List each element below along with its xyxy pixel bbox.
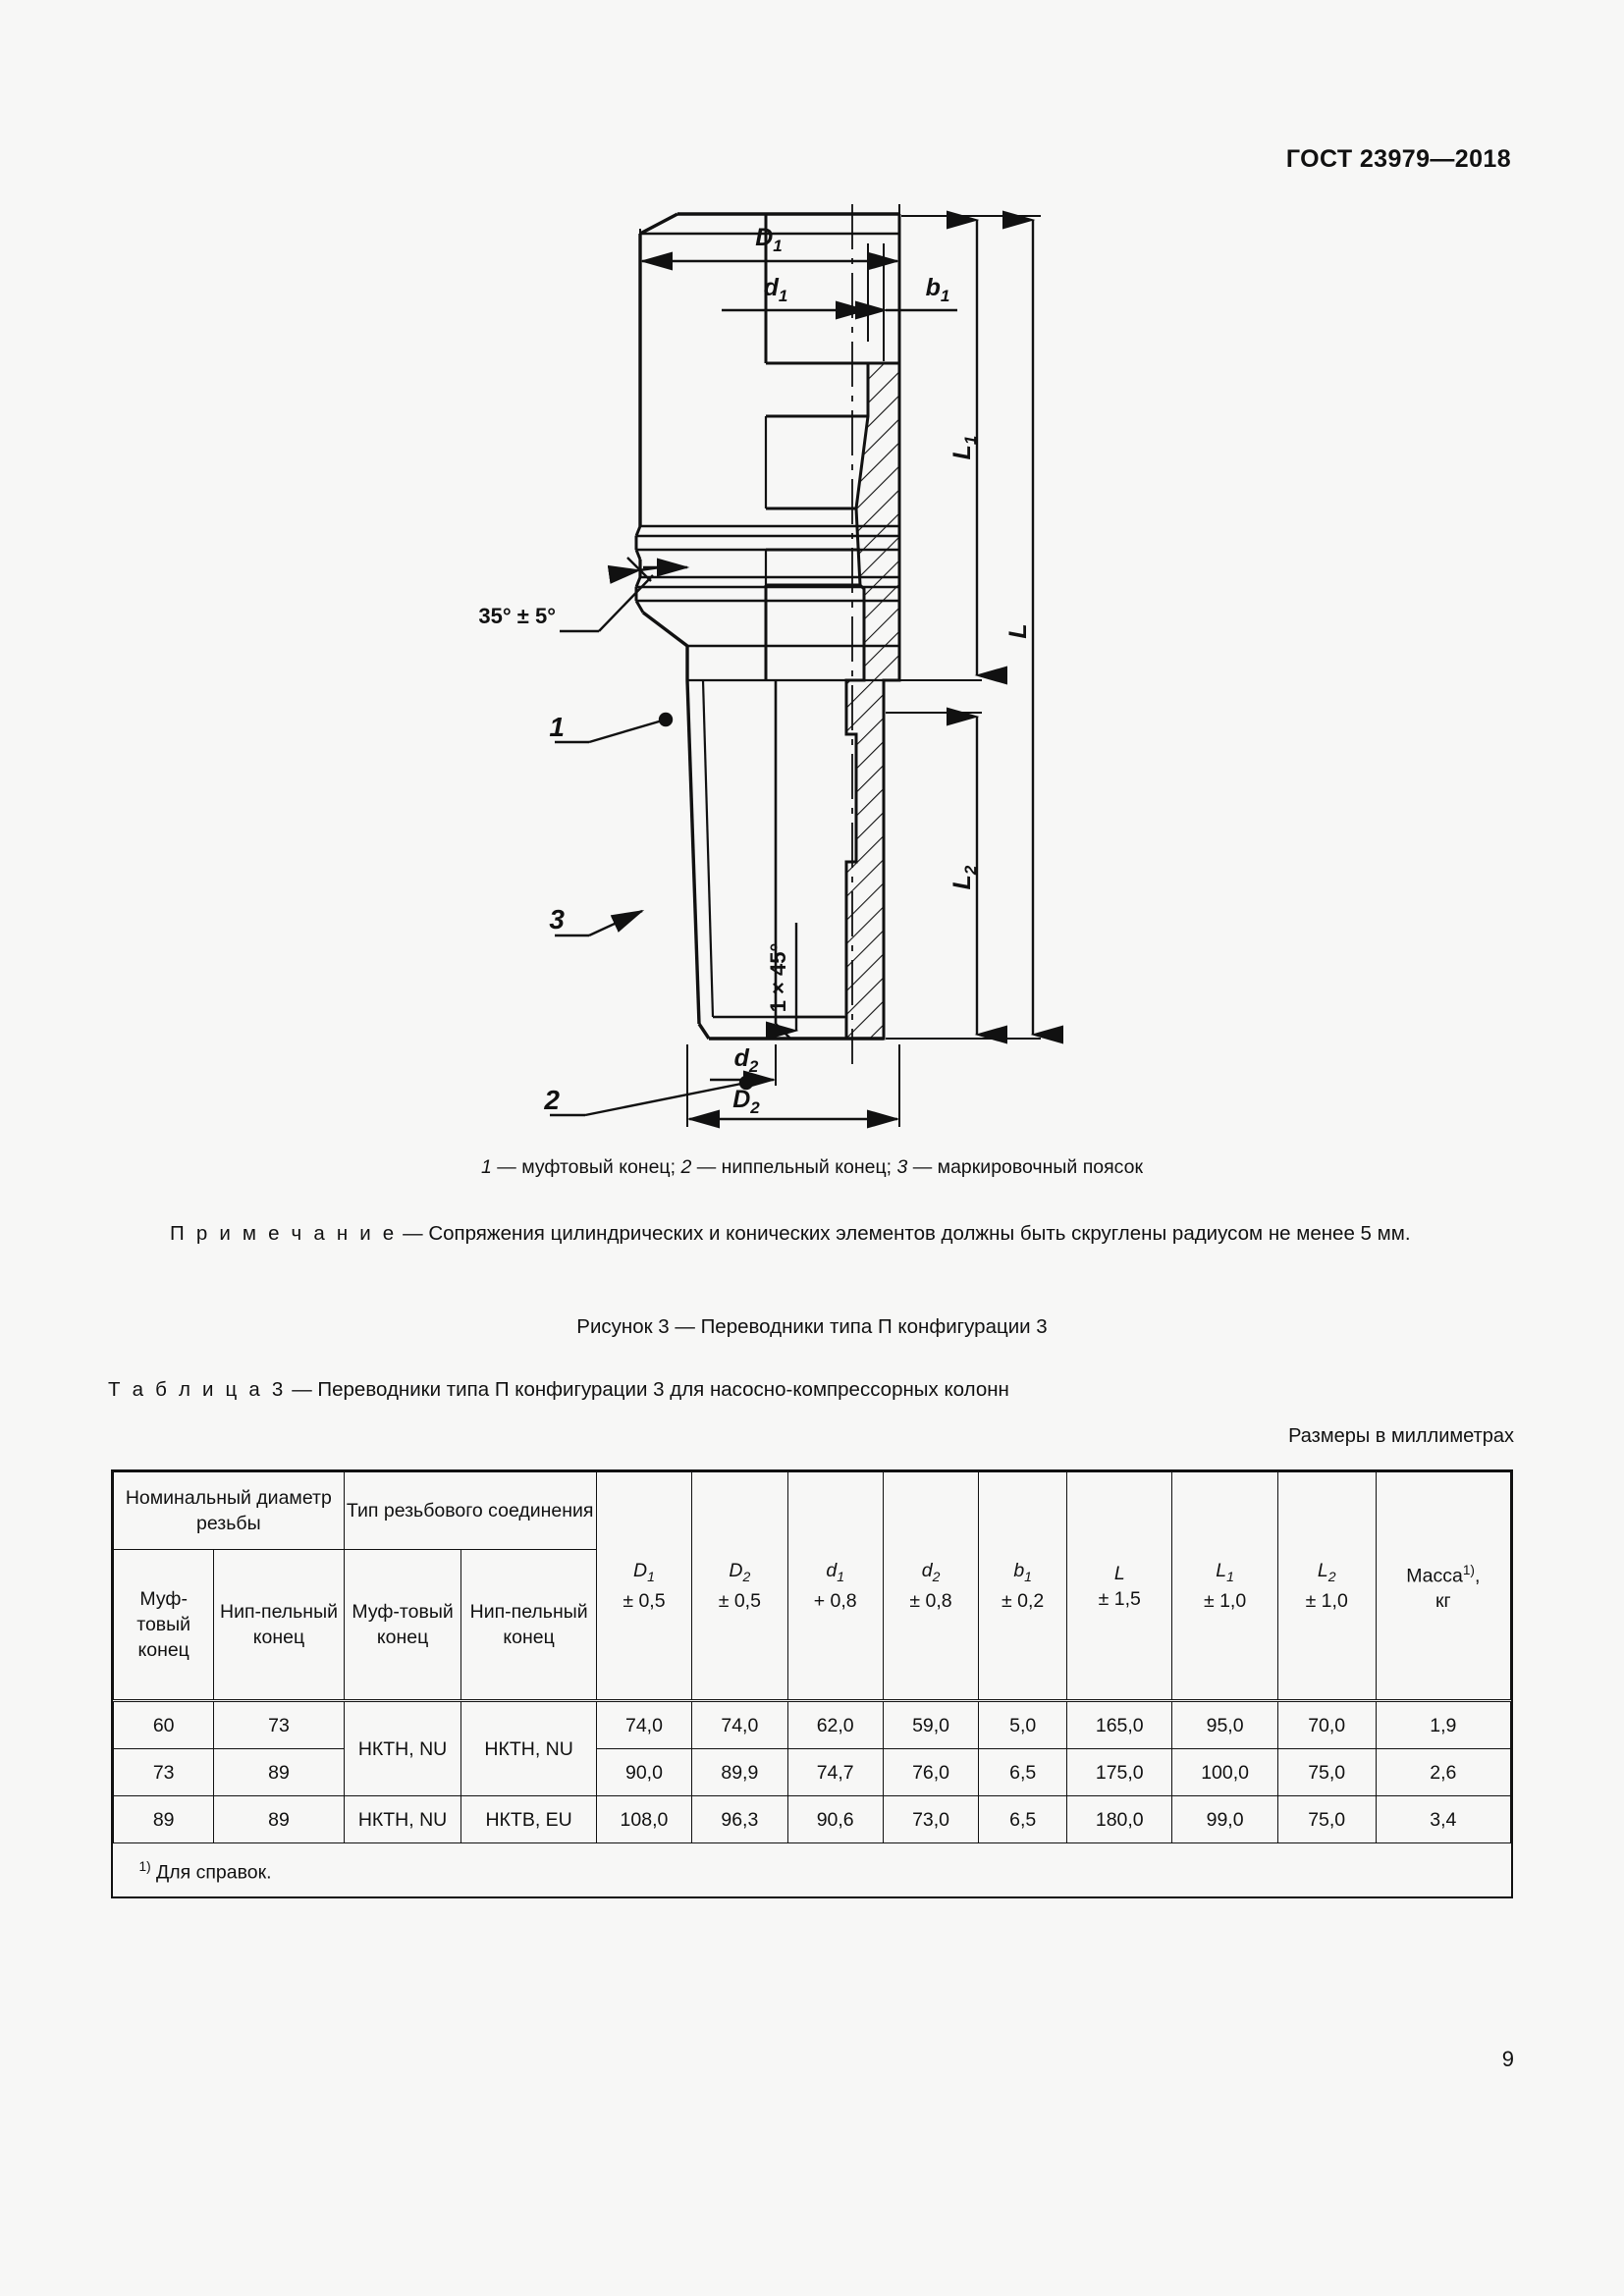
cell-L2: 70,0 xyxy=(1276,1699,1377,1749)
subheader-nipple-end-thread: Нип-пельный конец xyxy=(460,1549,597,1701)
header-col-d2: d2 ± 0,8 xyxy=(882,1471,980,1701)
cell-b1: 6,5 xyxy=(978,1795,1068,1843)
header-thread-type: Тип резьбового соединения xyxy=(343,1471,597,1550)
cell-coupling-thread: НКТН, NU xyxy=(343,1795,462,1843)
cell-D2: 96,3 xyxy=(691,1795,788,1843)
header-nominal-diameter: Номинальный диаметр резьбы xyxy=(113,1471,345,1550)
table-footnote-row: 1) Для справок. xyxy=(113,1842,1511,1896)
page-number: 9 xyxy=(1501,2047,1514,2071)
cell-d1: 90,6 xyxy=(786,1795,884,1843)
legend-num-3: 3 xyxy=(896,1156,908,1178)
cell-nipple-dia: 73 xyxy=(213,1699,345,1749)
cell-L1: 100,0 xyxy=(1171,1748,1278,1796)
dim-label-D1: D1 xyxy=(755,224,783,255)
table-footnote: 1) Для справок. xyxy=(113,1842,1511,1896)
specification-table: Номинальный диаметр резьбы Тип резьбовог… xyxy=(111,1469,1513,1898)
figure-caption: Рисунок 3 — Переводники типа П конфигура… xyxy=(576,1315,1048,1338)
dim-label-d1: d1 xyxy=(764,274,788,305)
legend-text-3: — маркировочный поясок xyxy=(912,1156,1143,1178)
cell-L2: 75,0 xyxy=(1276,1748,1377,1796)
dim-label-b1: b1 xyxy=(926,274,950,305)
cell-L2: 75,0 xyxy=(1276,1795,1377,1843)
cell-mass: 1,9 xyxy=(1375,1699,1512,1749)
dim-label-L1: L1 xyxy=(948,436,980,460)
figure-legend: 1 — муфтовый конец; 2 — ниппельный конец… xyxy=(0,1156,1624,1179)
legend-num-1: 1 xyxy=(481,1156,492,1178)
cell-L: 165,0 xyxy=(1066,1699,1173,1749)
callout-2: 2 xyxy=(543,1085,560,1115)
subheader-coupling-end: Муф-товый конец xyxy=(112,1549,215,1701)
table-row: 73 89 90,0 89,9 74,7 76,0 6,5 175,0 100,… xyxy=(112,1748,1512,1796)
dim-label-d2: d2 xyxy=(734,1044,759,1076)
cell-d2: 76,0 xyxy=(882,1748,980,1796)
table-row: 60 73 НКТН, NU НКТН, NU 74,0 74,0 62,0 5… xyxy=(112,1699,1512,1796)
header-col-L: L ± 1,5 xyxy=(1066,1471,1173,1701)
cell-coupling-dia: 73 xyxy=(112,1748,215,1796)
dim-label-L: L xyxy=(1004,623,1032,638)
dim-label-D2: D2 xyxy=(732,1086,760,1117)
cell-d2: 59,0 xyxy=(882,1699,980,1749)
cell-coupling-dia: 60 xyxy=(112,1699,215,1749)
table-row: 89 89 НКТН, NU НКТВ, EU 108,0 96,3 90,6 … xyxy=(112,1795,1512,1843)
legend-text-2: — ниппельный конец; xyxy=(696,1156,893,1178)
legend-num-2: 2 xyxy=(680,1156,692,1178)
note-text: Сопряжения цилиндрических и конических э… xyxy=(428,1222,1411,1245)
header-col-L1: L1 ± 1,0 xyxy=(1171,1471,1278,1701)
units-note: Размеры в миллиметрах xyxy=(1288,1425,1514,1447)
cell-d1: 62,0 xyxy=(786,1699,884,1749)
note-label: П р и м е ч а н и е xyxy=(170,1222,398,1245)
cell-d1: 74,7 xyxy=(786,1748,884,1796)
technical-drawing-figure: D1 d1 b1 d2 D2 xyxy=(0,185,1624,1147)
subheader-nipple-end: Нип-пельный конец xyxy=(213,1549,345,1701)
cell-nipple-dia: 89 xyxy=(213,1748,345,1796)
subheader-coupling-end-thread: Муф-товый конец xyxy=(343,1549,462,1701)
angle-label-35: 35° ± 5° xyxy=(478,604,556,628)
cell-d2: 73,0 xyxy=(882,1795,980,1843)
cell-D2: 74,0 xyxy=(691,1699,788,1749)
cell-coupling-thread: НКТН, NU xyxy=(343,1699,462,1796)
cell-mass: 3,4 xyxy=(1375,1795,1512,1843)
note-dash: — xyxy=(397,1222,429,1245)
cell-L: 175,0 xyxy=(1066,1748,1173,1796)
cell-D2: 89,9 xyxy=(691,1748,788,1796)
cell-D1: 108,0 xyxy=(595,1795,693,1843)
cell-nipple-thread: НКТН, NU xyxy=(460,1699,597,1796)
header-col-D2: D2 ± 0,5 xyxy=(691,1471,788,1701)
callout-3: 3 xyxy=(549,904,565,934)
dim-label-L2: L2 xyxy=(948,865,980,889)
table-caption-text: — Переводники типа П конфигурации 3 для … xyxy=(286,1378,1009,1401)
callout-1: 1 xyxy=(549,712,565,742)
cell-nipple-dia: 89 xyxy=(213,1795,345,1843)
cell-coupling-dia: 89 xyxy=(112,1795,215,1843)
cell-mass: 2,6 xyxy=(1375,1748,1512,1796)
header-col-b1: b1 ± 0,2 xyxy=(978,1471,1068,1701)
header-col-mass: Масса1), кг xyxy=(1375,1471,1512,1701)
cell-D1: 74,0 xyxy=(595,1699,693,1749)
cell-b1: 5,0 xyxy=(978,1699,1068,1749)
cell-L: 180,0 xyxy=(1066,1795,1173,1843)
header-col-D1: D1 ± 0,5 xyxy=(595,1471,693,1701)
note-paragraph: П р и м е ч а н и е — Сопряжения цилиндр… xyxy=(116,1219,1520,1249)
cell-b1: 6,5 xyxy=(978,1748,1068,1796)
legend-text-1: — муфтовый конец; xyxy=(497,1156,677,1178)
cell-nipple-thread: НКТВ, EU xyxy=(460,1795,597,1843)
cell-L1: 99,0 xyxy=(1171,1795,1278,1843)
table-caption-label: Т а б л и ц а 3 xyxy=(108,1378,287,1401)
table-caption: Т а б л и ц а 3 — Переводники типа П кон… xyxy=(108,1378,1009,1402)
header-col-L2: L2 ± 1,0 xyxy=(1276,1471,1377,1701)
header-col-d1: d1 + 0,8 xyxy=(786,1471,884,1701)
cell-D1: 90,0 xyxy=(595,1748,693,1796)
chamfer-label-1x45: 1 × 45° xyxy=(766,943,790,1013)
cell-L1: 95,0 xyxy=(1171,1699,1278,1749)
standard-header: ГОСТ 23979—2018 xyxy=(1285,145,1511,173)
